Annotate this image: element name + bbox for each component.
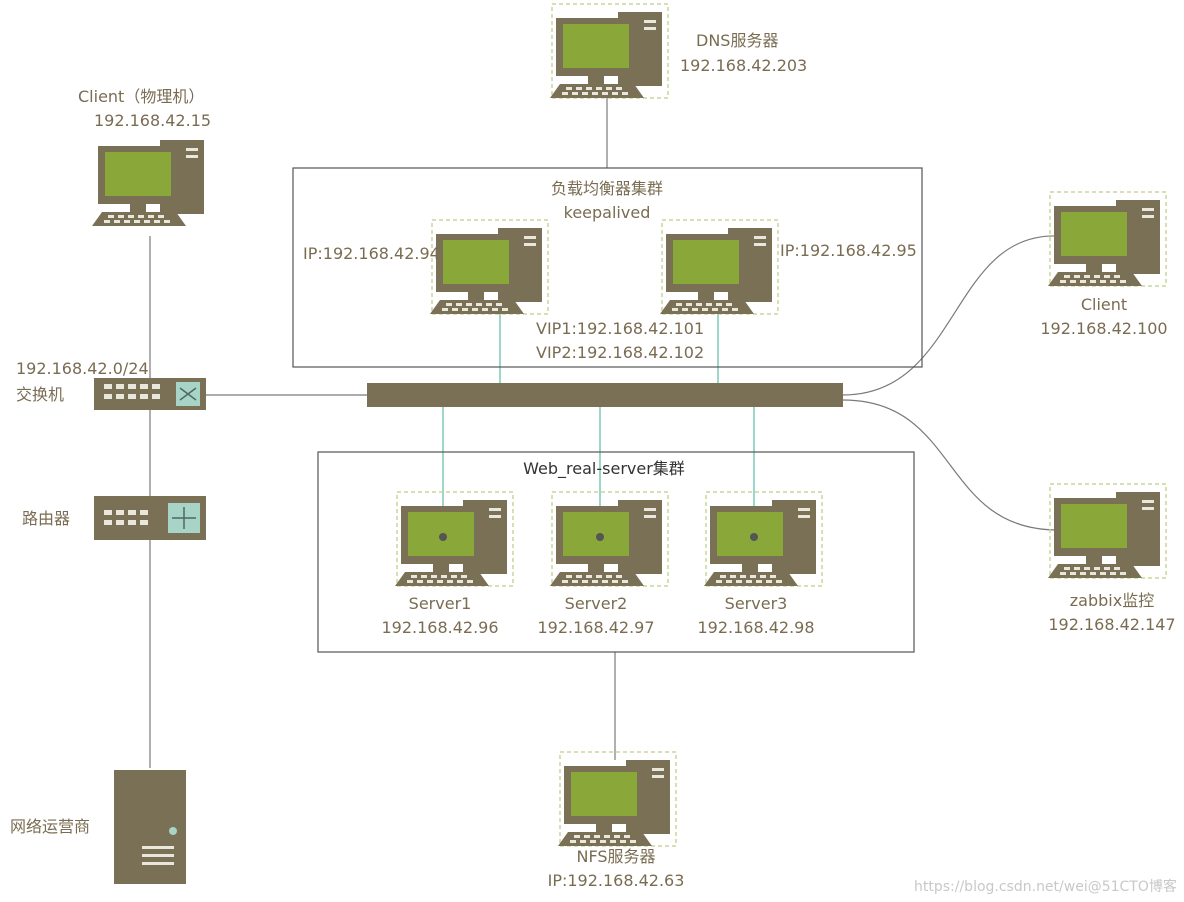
dns-server-icon xyxy=(549,3,669,99)
server3-name: Server3 xyxy=(724,594,788,613)
client-right-icon xyxy=(1047,191,1167,287)
nfs-server-icon xyxy=(557,751,677,847)
server2-icon xyxy=(549,491,669,587)
server1-ip: 192.168.42.96 xyxy=(381,618,499,637)
client-physical-name: Client（物理机） xyxy=(78,87,205,106)
web-cluster-box xyxy=(317,451,915,653)
lb-cluster-box xyxy=(292,167,923,368)
zabbix-server-icon xyxy=(1047,483,1167,579)
client-right-ip: 192.168.42.100 xyxy=(1040,319,1168,338)
lan-switch-icon xyxy=(94,378,206,410)
wires xyxy=(149,96,1059,768)
dns-ip: 192.168.42.203 xyxy=(680,56,808,75)
router-icon xyxy=(94,496,206,540)
lb-cluster-title: 负载均衡器集群 xyxy=(550,179,663,198)
server2-port-dot xyxy=(596,533,604,541)
web-cluster-title: Web_real-server集群 xyxy=(523,459,685,478)
vip1: VIP1:192.168.42.101 xyxy=(536,319,705,338)
server2-name: Server2 xyxy=(564,594,628,613)
zabbix-ip: 192.168.42.147 xyxy=(1048,615,1176,634)
server3-icon xyxy=(703,491,823,587)
watermark: https://blog.csdn.net/wei@51CTO博客 xyxy=(914,879,1177,895)
server1-icon xyxy=(394,491,514,587)
client-right-name: Client xyxy=(1080,295,1128,314)
vip2: VIP2:192.168.42.102 xyxy=(536,343,705,362)
lb1-server-icon xyxy=(429,219,549,315)
lb1-ip: IP:192.168.42.94 xyxy=(303,244,440,263)
server3-port-dot xyxy=(750,533,758,541)
nfs-name: NFS服务器 xyxy=(576,847,656,866)
switch-name: 交换机 xyxy=(16,385,65,404)
backbone-switch-icon xyxy=(367,383,843,407)
lb2-server-icon xyxy=(659,219,779,315)
router-name: 路由器 xyxy=(22,509,71,528)
nfs-ip: IP:192.168.42.63 xyxy=(547,871,685,890)
wire-zabbix xyxy=(842,399,1059,531)
lb-cluster-subtitle: keepalived xyxy=(563,203,651,222)
dns-name: DNS服务器 xyxy=(696,31,779,50)
lb2-ip: IP:192.168.42.95 xyxy=(780,241,917,260)
server2-ip: 192.168.42.97 xyxy=(537,618,655,637)
server1-port-dot xyxy=(439,533,447,541)
switch-subnet: 192.168.42.0/24 xyxy=(16,359,149,378)
client-physical-ip: 192.168.42.15 xyxy=(94,111,212,130)
isp-server-icon xyxy=(114,770,186,884)
server1-name: Server1 xyxy=(408,594,472,613)
client-physical-icon xyxy=(92,140,204,226)
isp-name: 网络运营商 xyxy=(10,817,91,836)
zabbix-name: zabbix监控 xyxy=(1069,591,1155,610)
wire-client-right xyxy=(842,235,1059,396)
server3-ip: 192.168.42.98 xyxy=(697,618,815,637)
